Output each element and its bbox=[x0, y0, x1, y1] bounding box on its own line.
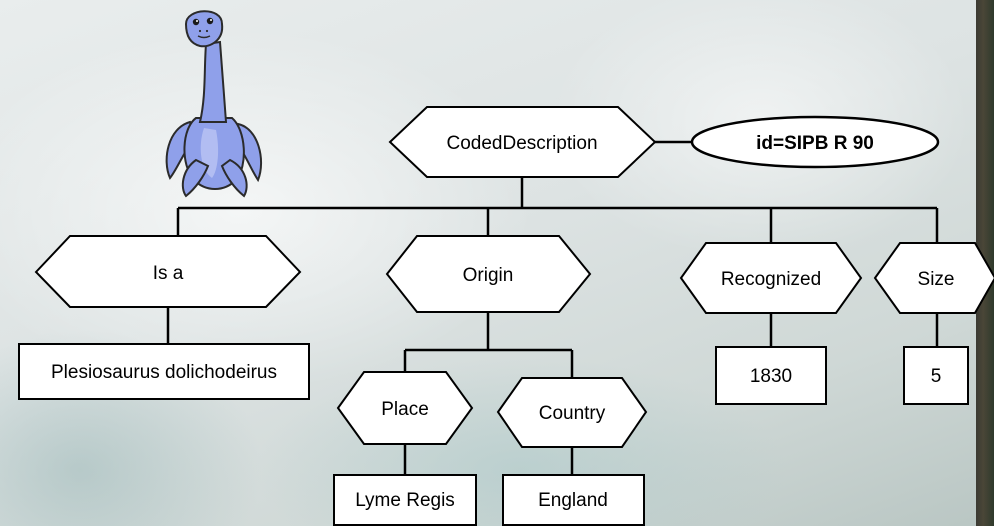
node-country-label: Country bbox=[539, 403, 606, 424]
value-recognized: 1830 bbox=[715, 346, 827, 405]
node-is-a[interactable]: Is a bbox=[34, 235, 302, 308]
node-origin[interactable]: Origin bbox=[385, 235, 592, 313]
connector-lines bbox=[166, 140, 939, 475]
node-is-a-label: Is a bbox=[153, 263, 184, 284]
value-recognized-text: 1830 bbox=[750, 366, 792, 387]
value-place-text: Lyme Regis bbox=[355, 490, 455, 511]
value-country: England bbox=[502, 474, 645, 526]
value-country-text: England bbox=[538, 490, 608, 511]
node-origin-label: Origin bbox=[463, 265, 514, 286]
node-country[interactable]: Country bbox=[496, 377, 648, 448]
node-place[interactable]: Place bbox=[336, 371, 474, 445]
node-coded-description[interactable]: CodedDescription bbox=[388, 106, 657, 178]
value-is-a: Plesiosaurus dolichodeirus bbox=[18, 343, 310, 400]
node-recognized[interactable]: Recognized bbox=[679, 242, 863, 314]
value-size: 5 bbox=[903, 346, 969, 405]
node-size[interactable]: Size bbox=[873, 242, 994, 314]
value-place: Lyme Regis bbox=[333, 474, 477, 526]
node-size-label: Size bbox=[918, 269, 955, 290]
node-place-label: Place bbox=[381, 399, 429, 420]
node-id-attribute-label: id=SIPB R 90 bbox=[756, 133, 874, 154]
value-is-a-text: Plesiosaurus dolichodeirus bbox=[51, 362, 277, 383]
node-recognized-label: Recognized bbox=[721, 269, 821, 290]
node-id-attribute[interactable]: id=SIPB R 90 bbox=[690, 115, 940, 169]
node-coded-description-label: CodedDescription bbox=[446, 133, 597, 154]
value-size-text: 5 bbox=[931, 366, 942, 387]
plesiosaur-mascot-icon bbox=[165, 10, 263, 198]
